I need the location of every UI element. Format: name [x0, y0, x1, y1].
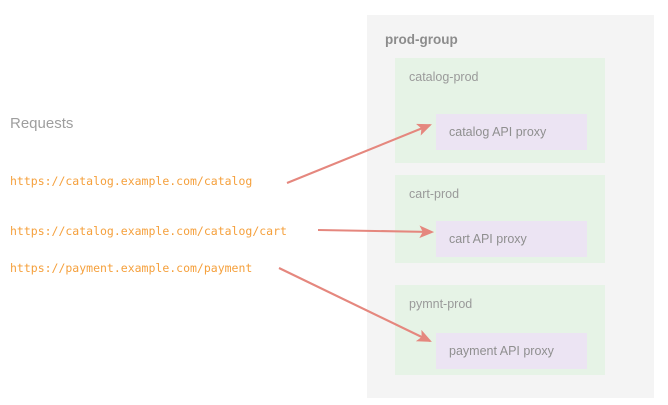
proxy-label: payment API proxy [449, 344, 554, 358]
request-url-catalog-cart: https://catalog.example.com/catalog/cart [10, 224, 287, 238]
proxy-label: cart API proxy [449, 232, 527, 246]
proxy-cart-api-proxy: cart API proxy [436, 221, 587, 257]
prod-group-title: prod-group [385, 32, 458, 47]
prod-group-panel: prod-group catalog-prod catalog API prox… [367, 15, 654, 398]
requests-panel: Requests https://catalog.example.com/cat… [10, 115, 287, 275]
request-url-catalog: https://catalog.example.com/catalog [10, 174, 253, 188]
environment-label: cart-prod [409, 187, 460, 201]
proxy-payment-api-proxy: payment API proxy [436, 333, 587, 369]
request-url-payment: https://payment.example.com/payment [10, 261, 253, 275]
environment-catalog-prod: catalog-prod catalog API proxy [395, 58, 605, 163]
proxy-catalog-api-proxy: catalog API proxy [436, 114, 587, 150]
environment-label: pymnt-prod [409, 297, 473, 311]
requests-heading: Requests [10, 115, 74, 132]
environment-cart-prod: cart-prod cart API proxy [395, 175, 605, 263]
proxy-label: catalog API proxy [449, 125, 547, 139]
environment-label: catalog-prod [409, 70, 479, 84]
environment-pymnt-prod: pymnt-prod payment API proxy [395, 285, 605, 375]
